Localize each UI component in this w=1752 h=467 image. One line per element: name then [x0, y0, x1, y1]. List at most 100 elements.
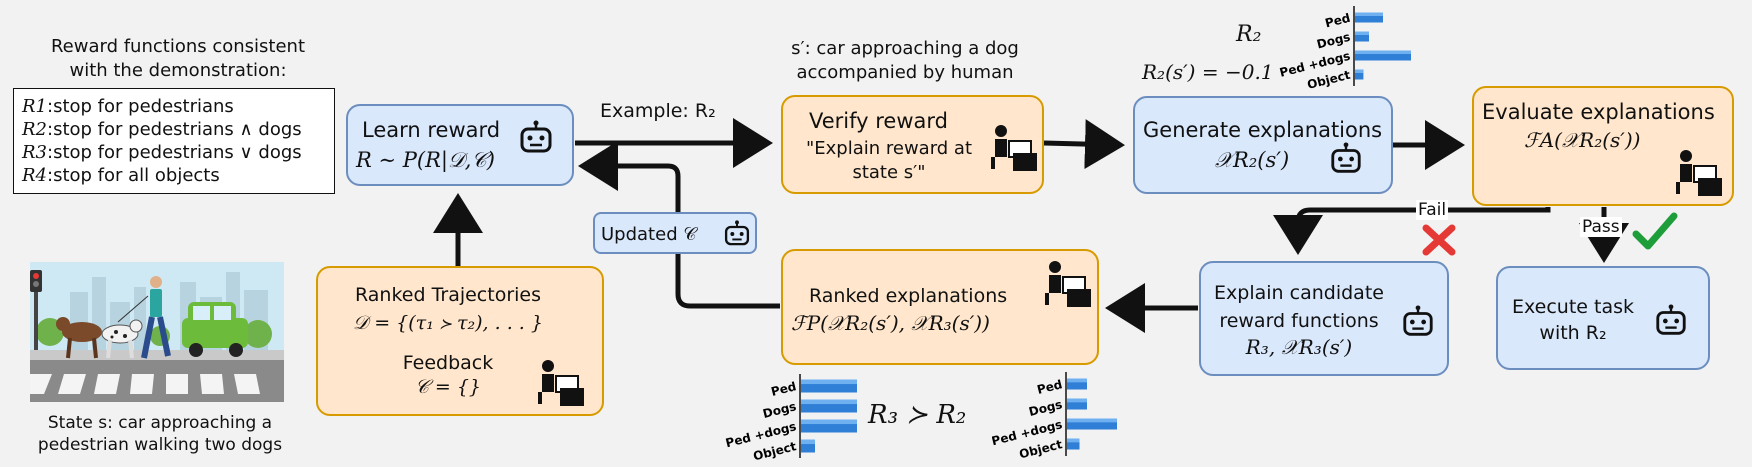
reward-function-name: R2: [22, 119, 48, 140]
fail-label: Fail: [1416, 200, 1449, 220]
chart-bar: [1355, 69, 1364, 80]
chart-bar-highlight: [1067, 418, 1117, 423]
state-caption-line1: State s: car approaching a: [47, 413, 273, 433]
reward-function-desc: :stop for pedestrians: [47, 96, 234, 117]
human-at-desk-icon: [1676, 150, 1722, 196]
example-label: Example: R₂: [600, 100, 716, 122]
chart-bar: [1067, 378, 1087, 390]
r2-value-formula: R₂(s′) = −0.1: [1142, 60, 1274, 84]
verify-reward-quote-line2: state s′": [852, 162, 926, 183]
robot-icon: [1331, 142, 1361, 173]
reward-function-item: R1:stop for pedestrians: [22, 95, 326, 118]
reward-functions-heading: Reward functions consistent with the dem…: [13, 35, 343, 83]
human-at-desk-icon: [991, 125, 1037, 171]
feedback-title: Feedback: [402, 352, 494, 374]
pass-label: Pass: [1580, 217, 1622, 237]
robot-icon: [520, 120, 552, 153]
ranked-explanations-formula: ℱP(𝒳R₂(s′), 𝒳R₃(s′)): [791, 311, 990, 335]
robot-icon: [1403, 305, 1433, 336]
state-caption-line2: pedestrian walking two dogs: [37, 435, 283, 455]
r2-chart-label: R₂: [1236, 22, 1262, 47]
updated-c-label: Updated 𝒞: [601, 224, 697, 245]
reward-function-desc: :stop for pedestrians ∧ dogs: [47, 119, 302, 140]
robot-icon: [724, 220, 750, 246]
evaluate-explanations-box: Evaluate explanations ℱA(𝒳R₂(s′)): [1472, 86, 1734, 206]
chart-bar: [1355, 31, 1369, 42]
chart-category-label: Object: [1018, 437, 1064, 461]
chart-bar: [1355, 50, 1411, 61]
verify-reward-box: Verify reward "Explain reward at state s…: [781, 95, 1044, 194]
street-scene-image: [30, 262, 284, 402]
execute-task-text: Execute task with R₂: [1498, 294, 1648, 346]
learn-reward-box: Learn reward R ∼ P(R|𝒟,𝒞): [346, 104, 574, 186]
preference-relation: R₃ ≻ R₂: [868, 400, 967, 430]
reward-function-desc: :stop for pedestrians ∨ dogs: [47, 142, 302, 163]
ranked-trajectories-title: Ranked Trajectories: [354, 284, 542, 306]
execute-task-line1: Execute task: [1511, 296, 1634, 318]
explain-candidates-formula: R₃, 𝒳R₃(s′): [1245, 335, 1353, 359]
chart-category-label: Object: [752, 439, 798, 463]
robot-icon: [1656, 304, 1686, 335]
explain-candidates-line1: Explain candidate: [1214, 282, 1384, 304]
ranked-trajectories-formula: 𝒟 = {(τ₁ ≻ τ₂), . . . }: [353, 312, 543, 334]
chart-bar: [1067, 398, 1087, 410]
s-prime-caption-line2: accompanied by human: [796, 62, 1014, 83]
verify-reward-quote: "Explain reward at state s′": [789, 137, 989, 185]
chart-category-label: Dogs: [761, 399, 797, 421]
ranked-explanations-title: Ranked explanations: [809, 285, 1008, 307]
chart-bar-highlight: [1355, 12, 1383, 16]
fail-cross-icon: [1422, 224, 1456, 256]
state-caption: State s: car approaching a pedestrian wa…: [15, 412, 305, 456]
reward-function-desc: :stop for all objects: [47, 165, 220, 186]
reward-function-item: R4:stop for all objects: [22, 164, 326, 187]
s-prime-caption: s′: car approaching a dog accompanied by…: [770, 37, 1040, 85]
arrow-verify-to-generate: [1043, 119, 1125, 170]
reward-functions-title-line1: Reward functions consistent: [50, 36, 306, 57]
human-at-desk-icon: [1045, 261, 1091, 307]
generate-explanations-formula: 𝒳R₂(s′): [1215, 148, 1290, 172]
reward-function-name: R1: [22, 96, 48, 117]
chart-category-label: Dogs: [1027, 397, 1063, 419]
chart-bar-highlight: [1067, 378, 1087, 383]
arrow-evaluate-to-explain-fail: [1273, 207, 1551, 255]
s-prime-caption-line1: s′: car approaching a dog: [791, 38, 1019, 59]
chart-bar-highlight: [1067, 398, 1087, 403]
verify-reward-quote-line1: "Explain reward at: [805, 138, 973, 159]
chart-bar-highlight: [801, 439, 815, 445]
chart-category-label: Ped: [770, 379, 798, 399]
chart-category-label: Ped: [1324, 11, 1352, 31]
reward-function-item: R3:stop for pedestrians ∨ dogs: [22, 141, 326, 164]
evaluate-explanations-title: Evaluate explanations: [1482, 100, 1715, 124]
reward-function-name: R3: [22, 142, 48, 163]
evaluate-explanations-formula: ℱA(𝒳R₂(s′)): [1524, 128, 1641, 152]
reward-functions-title-line2: with the demonstration:: [69, 60, 287, 81]
reward-function-name: R4: [22, 165, 48, 186]
chart-bar-highlight: [801, 399, 857, 405]
chart-bar-highlight: [801, 419, 857, 425]
learn-reward-formula: R ∼ P(R|𝒟,𝒞): [356, 148, 495, 172]
chart-bar-highlight: [1067, 438, 1080, 443]
chart-bar: [1067, 438, 1080, 450]
generate-explanations-box: Generate explanations 𝒳R₂(s′): [1133, 96, 1393, 194]
pass-check-icon: [1632, 212, 1678, 250]
ranked-trajectories-box: Ranked Trajectories 𝒟 = {(τ₁ ≻ τ₂), . . …: [316, 266, 604, 416]
updated-c-box: Updated 𝒞: [593, 212, 757, 254]
learn-reward-title: Learn reward: [362, 118, 501, 142]
chart-bar-highlight: [801, 379, 857, 385]
execute-task-line2: with R₂: [1539, 322, 1607, 344]
human-at-desk-icon: [538, 360, 584, 406]
explain-candidates-text: Explain candidate reward functions: [1201, 279, 1397, 335]
reward-function-item: R2:stop for pedestrians ∧ dogs: [22, 118, 326, 141]
explain-candidates-line2: reward functions: [1219, 310, 1379, 332]
execute-task-box: Execute task with R₂: [1496, 266, 1710, 370]
feedback-formula: 𝒞 = {}: [414, 376, 482, 398]
reward-functions-list: R1:stop for pedestrians R2:stop for pede…: [13, 88, 335, 194]
chart-category-label: Ped: [1036, 377, 1064, 397]
chart-bar-highlight: [1355, 50, 1411, 54]
chart-bar-highlight: [1355, 69, 1364, 73]
verify-reward-title: Verify reward: [809, 109, 948, 133]
generate-explanations-title: Generate explanations: [1143, 118, 1383, 142]
